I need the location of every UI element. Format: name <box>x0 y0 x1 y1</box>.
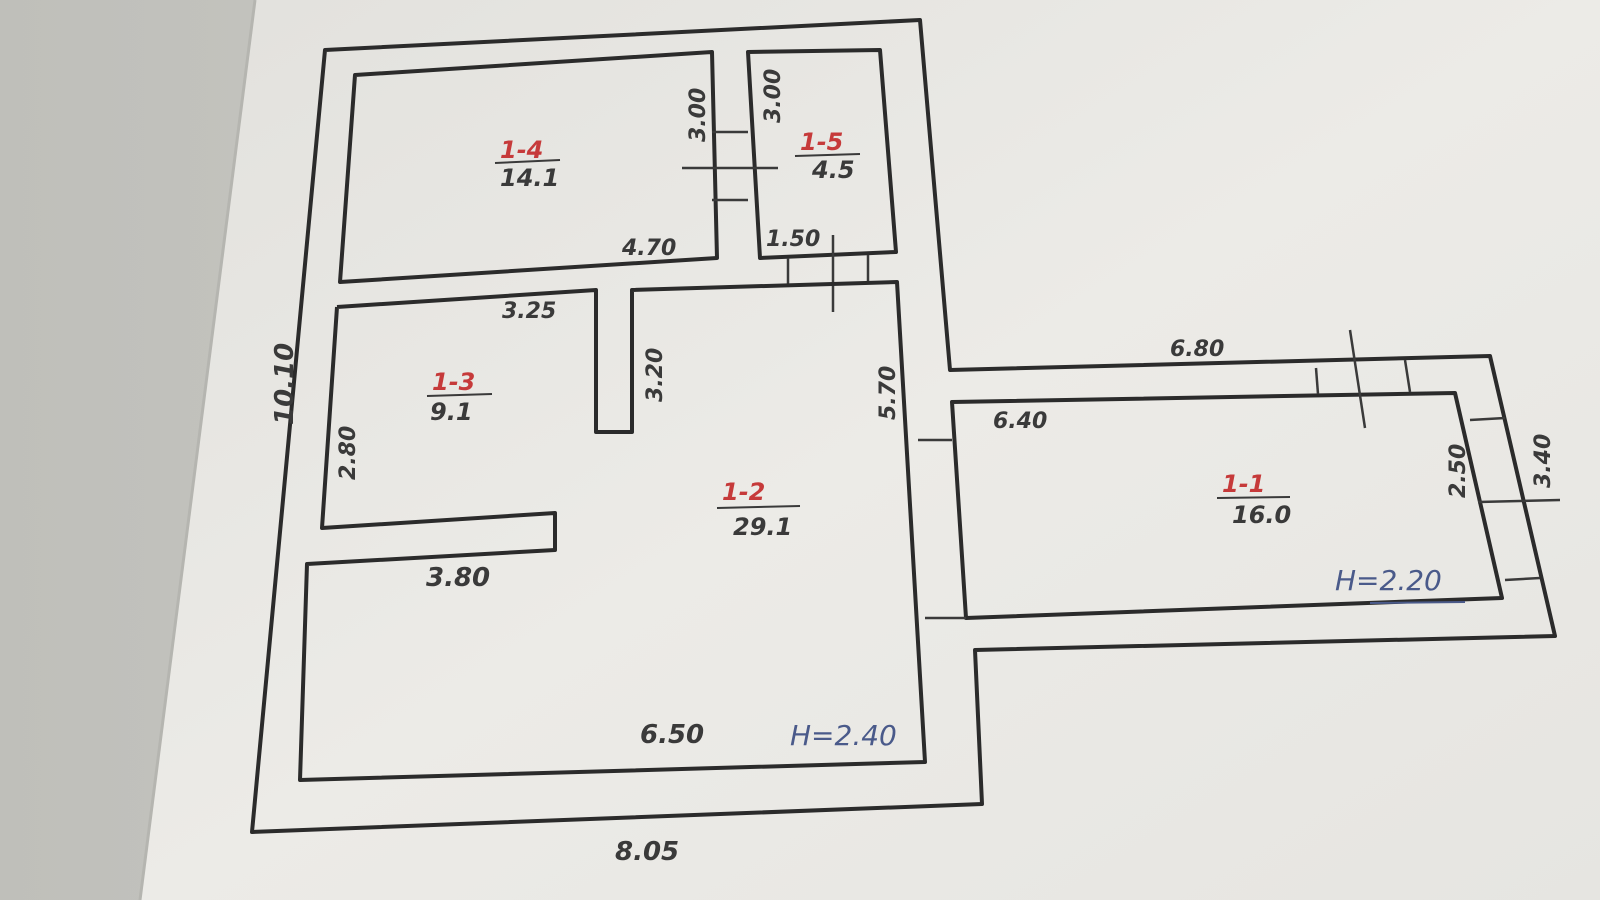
dim-r12-bottom: 6.50 <box>640 720 704 750</box>
room-1-5-label: 1-5 4.5 <box>794 128 861 184</box>
height-annex: H=2.20 <box>1335 564 1442 597</box>
room-1-4-id: 1-4 <box>500 136 543 164</box>
room-1-4-label: 1-4 14.1 <box>494 136 561 192</box>
room-1-3-label: 1-3 9.1 <box>426 368 493 426</box>
room-1-2-label: 1-2 29.1 <box>716 478 801 541</box>
paper-sheet <box>140 0 1600 900</box>
room-1-4-outline <box>338 50 719 284</box>
room-1-5-area: 4.5 <box>811 156 855 184</box>
height-annex-underline <box>1369 601 1466 604</box>
room-1-1-area: 16.0 <box>1232 501 1291 529</box>
dim-annex-top: 6.80 <box>1170 337 1224 362</box>
dim-lower-width: 3.80 <box>426 563 490 593</box>
dim-r12-side: 5.70 <box>876 366 901 420</box>
dim-r11-width: 6.40 <box>993 409 1047 434</box>
room-1-3-id: 1-3 <box>432 368 475 396</box>
room-1-2-area: 29.1 <box>733 513 792 541</box>
dim-r14-height: 3.00 <box>686 88 711 142</box>
door-mark <box>1314 367 1320 395</box>
room-1-1-id: 1-1 <box>1222 470 1265 498</box>
paper-edge <box>138 0 257 900</box>
door-mark <box>1477 498 1561 504</box>
dim-r11-height: 2.50 <box>1446 444 1471 498</box>
room-1-3-top-wall <box>298 280 927 782</box>
room-1-3-area: 9.1 <box>430 398 473 426</box>
door-mark <box>1504 576 1541 582</box>
dim-total-height: 10.10 <box>270 343 300 425</box>
dim-total-width: 8.05 <box>615 837 679 867</box>
outer-wall-main <box>250 18 1557 834</box>
dim-r13-height: 2.80 <box>336 426 361 480</box>
door-mark <box>1469 416 1506 422</box>
dim-r15-height: 3.00 <box>761 69 786 123</box>
room-1-5-outline <box>746 48 898 260</box>
dim-r15-width: 1.50 <box>766 227 820 252</box>
door-mark <box>1403 359 1412 393</box>
room-1-4-area: 14.1 <box>500 164 559 192</box>
dim-r14-width: 4.70 <box>621 236 676 261</box>
height-main: H=2.40 <box>790 719 897 752</box>
dim-r13-width: 3.25 <box>502 299 556 324</box>
room-1-5-id: 1-5 <box>800 128 843 156</box>
door-mark <box>1348 329 1367 429</box>
dim-partition: 3.20 <box>643 348 668 402</box>
dim-annex-height: 3.40 <box>1531 434 1556 488</box>
room-1-1-outline <box>950 391 1504 620</box>
room-1-2-id: 1-2 <box>722 478 765 506</box>
room-1-1-label: 1-1 16.0 <box>1216 470 1291 529</box>
